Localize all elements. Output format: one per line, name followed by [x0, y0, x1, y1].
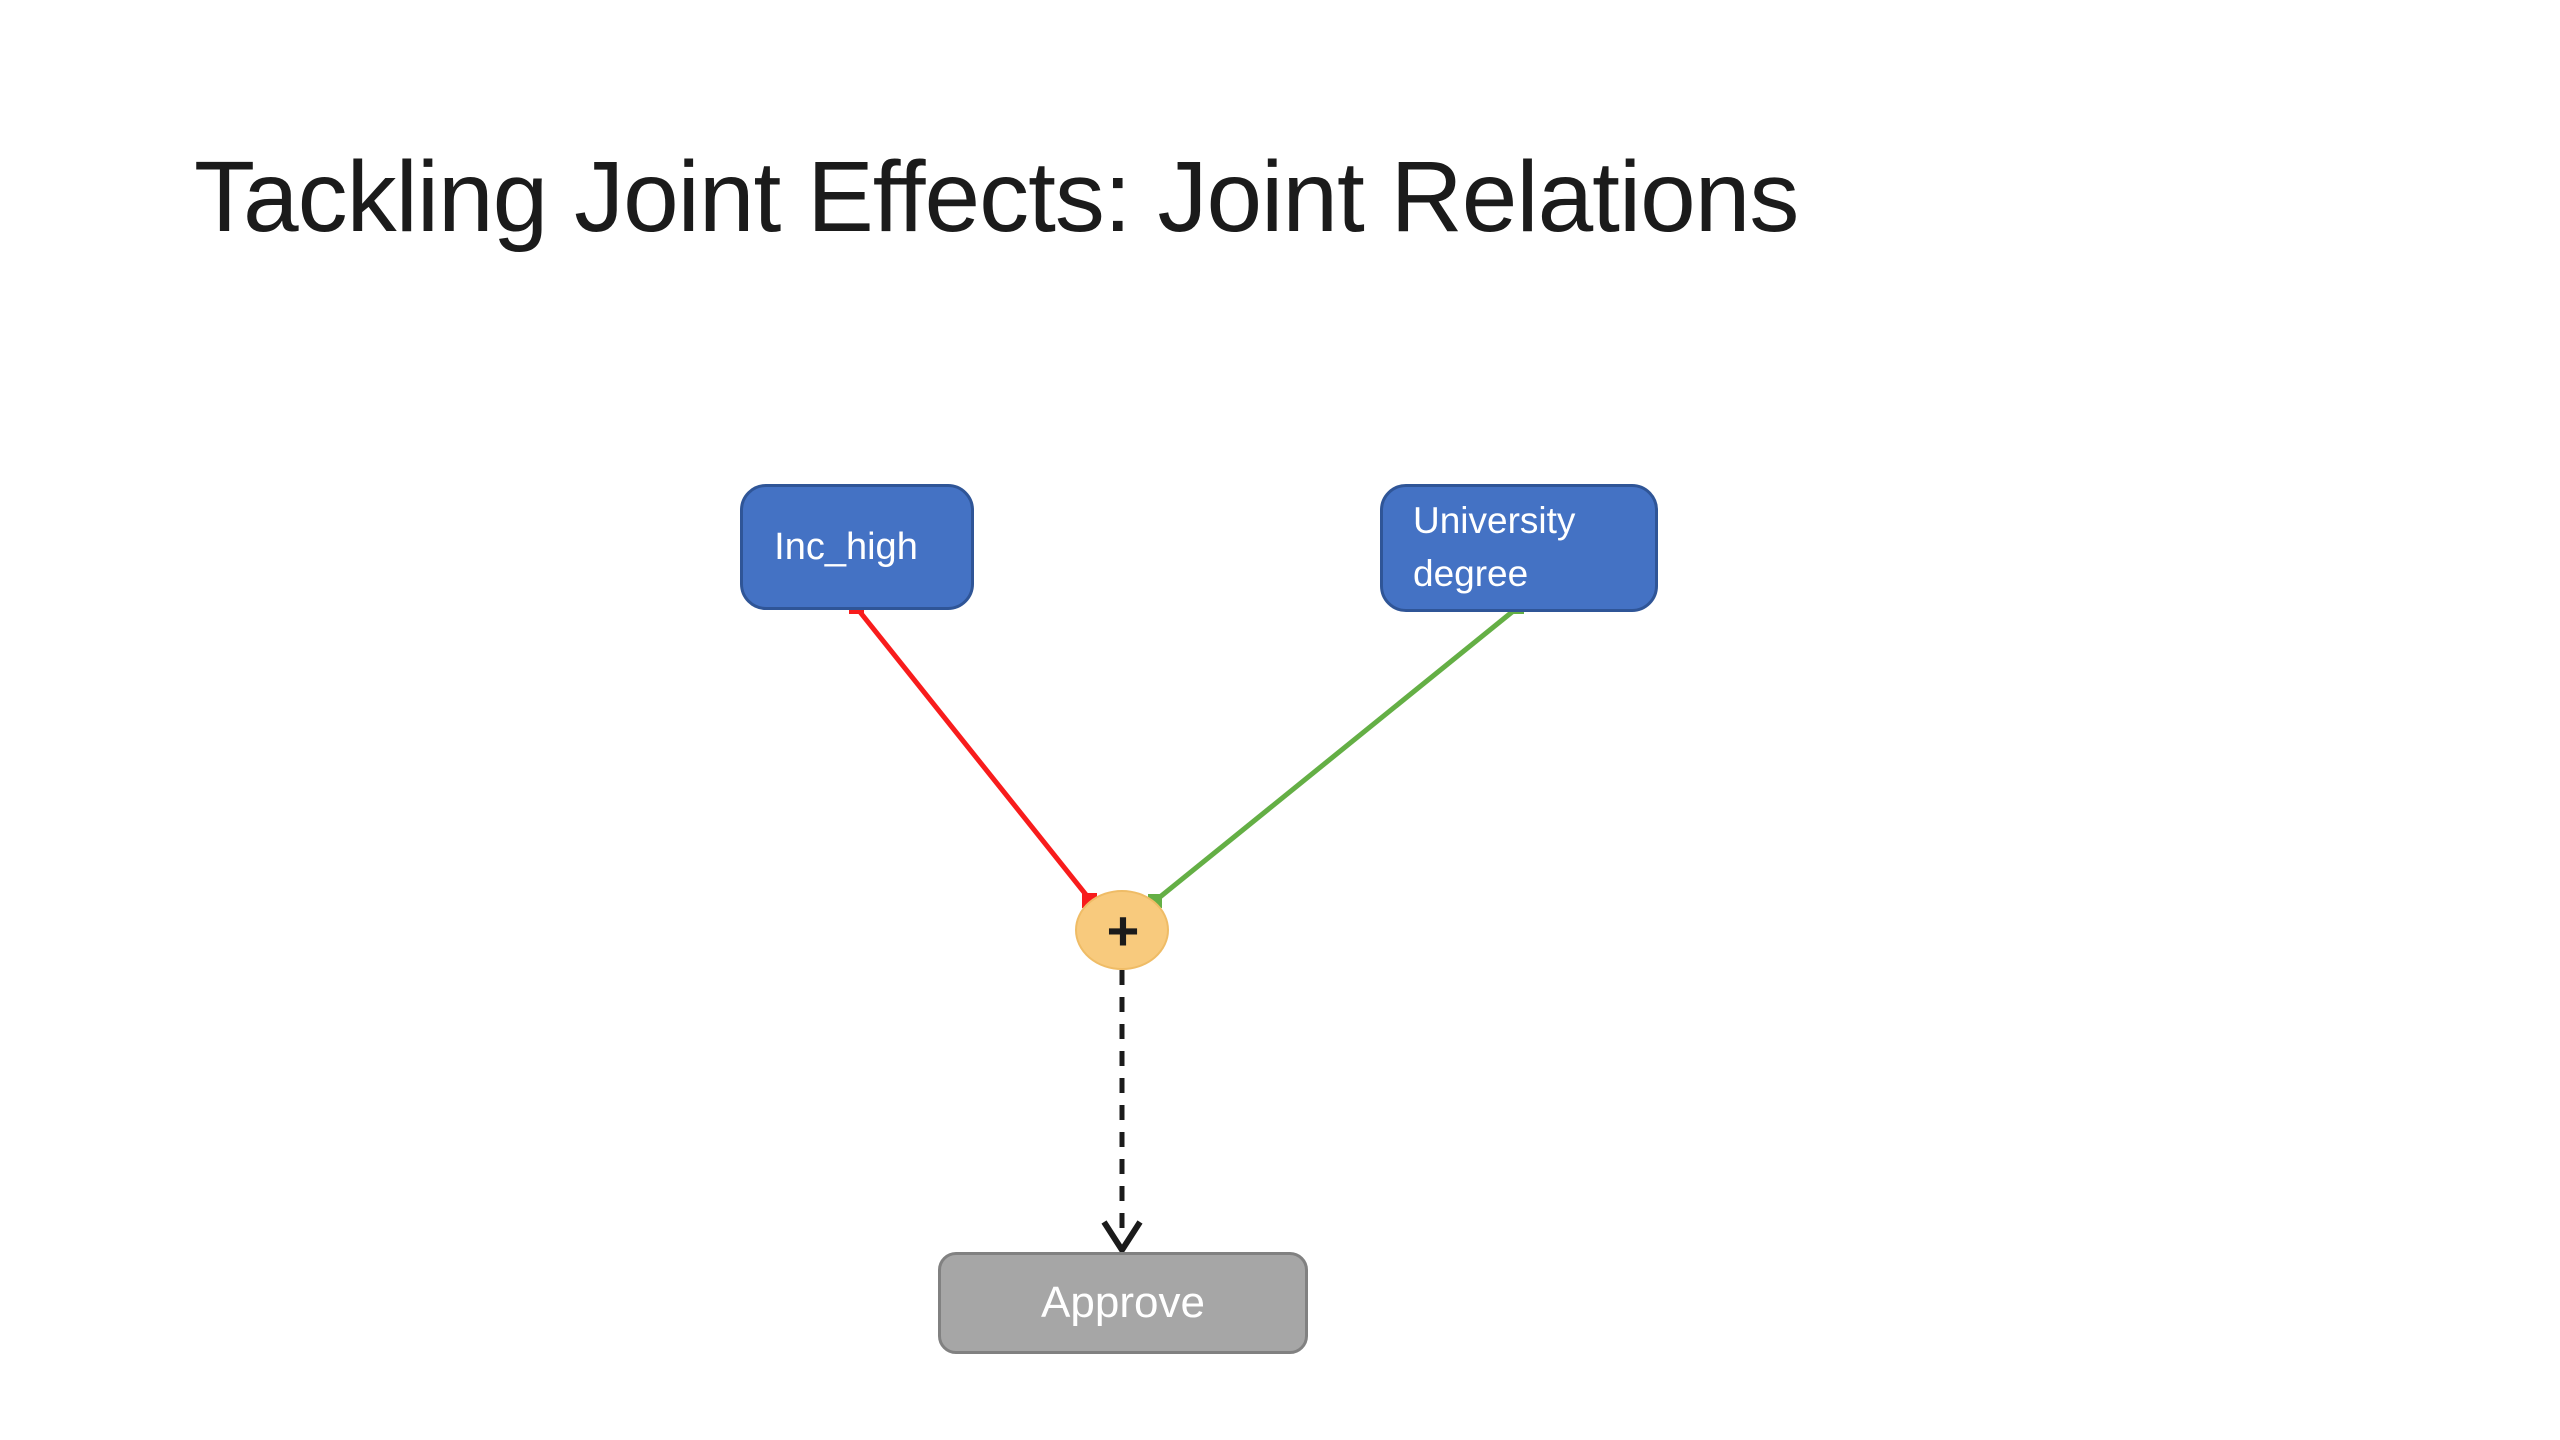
node-university-degree-label-line2: degree — [1413, 553, 1529, 594]
arrowhead-down-icon — [1101, 1220, 1143, 1256]
node-approve: Approve — [938, 1252, 1308, 1354]
edge-university-degree-to-joint — [1153, 606, 1519, 903]
node-inc-high-label: Inc_high — [774, 525, 918, 568]
node-approve-label: Approve — [1041, 1278, 1205, 1327]
node-university-degree-label: University degree — [1413, 495, 1575, 600]
joint-plus-label: + — [1107, 899, 1140, 962]
node-university-degree-label-line1: University — [1413, 500, 1576, 542]
node-university-degree: University degree — [1380, 484, 1658, 612]
edge-inc-high-to-joint — [854, 605, 1093, 903]
joint-effect-circle — [1075, 890, 1169, 970]
node-inc-high: Inc_high — [740, 484, 974, 610]
slide-title: Tackling Joint Effects: Joint Relations — [194, 141, 1799, 253]
